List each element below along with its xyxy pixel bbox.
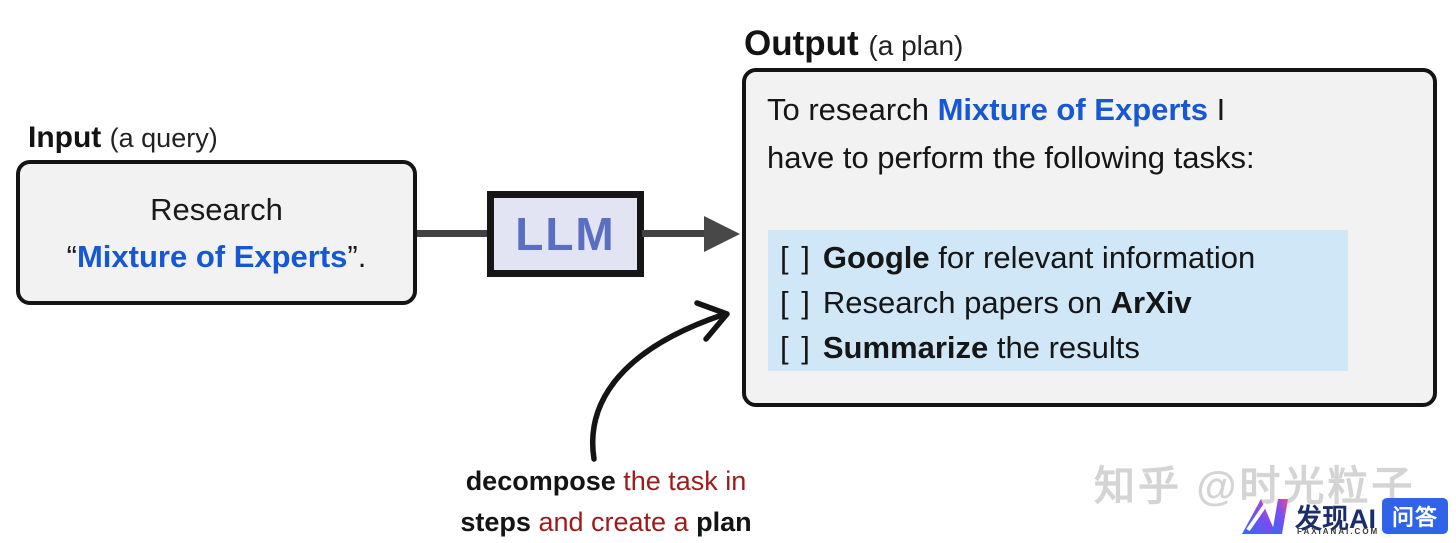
- connector-llm-to-output: [642, 230, 706, 237]
- task-item-summarize: [ ] Summarize the results: [780, 325, 1348, 370]
- zhihu-watermark: 知乎 @时光粒子: [1094, 463, 1416, 509]
- output-label: Output (a plan): [744, 24, 963, 64]
- brand-name: 发现AI: [1295, 504, 1376, 534]
- checkbox-empty-icon: [ ]: [780, 285, 812, 320]
- input-query-line2: “Mixture of Experts”.: [67, 233, 367, 280]
- checkbox-empty-icon: [ ]: [780, 240, 812, 275]
- input-label: Input (a query): [28, 121, 218, 155]
- open-quote: “: [66, 238, 77, 274]
- arrow-right-icon: [704, 216, 740, 252]
- task-text: the results: [988, 330, 1140, 365]
- input-query-box: Research “Mixture of Experts”.: [16, 160, 417, 305]
- output-label-title: Output: [744, 24, 859, 63]
- input-label-title: Input: [28, 121, 102, 154]
- task-text-bold: Google: [822, 240, 930, 275]
- annotation-red: the task in: [615, 466, 747, 496]
- intro-pre: To research: [767, 92, 938, 127]
- input-query-line1: Research: [150, 191, 283, 227]
- annotation-line2: steps and create a plan: [396, 502, 816, 543]
- qa-badge-label: 问答: [1391, 505, 1438, 530]
- output-label-note: (a plan): [868, 30, 964, 61]
- qa-badge: 问答: [1382, 498, 1448, 534]
- faxian-ai-logo-icon: [1242, 499, 1288, 534]
- task-text-bold: ArXiv: [1110, 285, 1192, 320]
- intro-topic: Mixture of Experts: [937, 92, 1209, 127]
- task-text-bold: Summarize: [822, 330, 989, 365]
- task-text: for relevant information: [929, 240, 1256, 275]
- input-label-note: (a query): [109, 123, 218, 153]
- annotation-bold: decompose: [465, 466, 616, 496]
- annotation-red: and create a: [530, 507, 697, 537]
- annotation-bold: steps: [460, 507, 531, 537]
- task-list: [ ] Google for relevant information [ ] Re…: [768, 230, 1348, 371]
- brand-domain: FAXIANAI.COM: [1297, 527, 1380, 536]
- checkbox-empty-icon: [ ]: [780, 330, 812, 365]
- output-plan-box: To research Mixture of Experts I have to…: [742, 68, 1437, 407]
- task-item-arxiv: [ ] Research papers on ArXiv: [780, 280, 1348, 325]
- annotation-bold: plan: [696, 507, 752, 537]
- arrowhead-icon: [694, 300, 730, 342]
- llm-node: LLM: [487, 191, 644, 277]
- task-text: Research papers on: [822, 285, 1111, 320]
- input-query-topic: Mixture of Experts: [76, 238, 348, 274]
- connector-input-to-llm: [417, 230, 489, 237]
- intro-line2: have to perform the following tasks:: [767, 140, 1255, 175]
- task-item-google: [ ] Google for relevant information: [780, 235, 1348, 280]
- close-quote: ”.: [347, 238, 367, 274]
- intro-post: I: [1208, 92, 1226, 127]
- annotation-line1: decompose the task in: [396, 461, 816, 502]
- annotation-text: decompose the task in steps and create a…: [396, 461, 816, 543]
- output-intro-text: To research Mixture of Experts I have to…: [767, 86, 1417, 182]
- llm-label: LLM: [515, 208, 616, 260]
